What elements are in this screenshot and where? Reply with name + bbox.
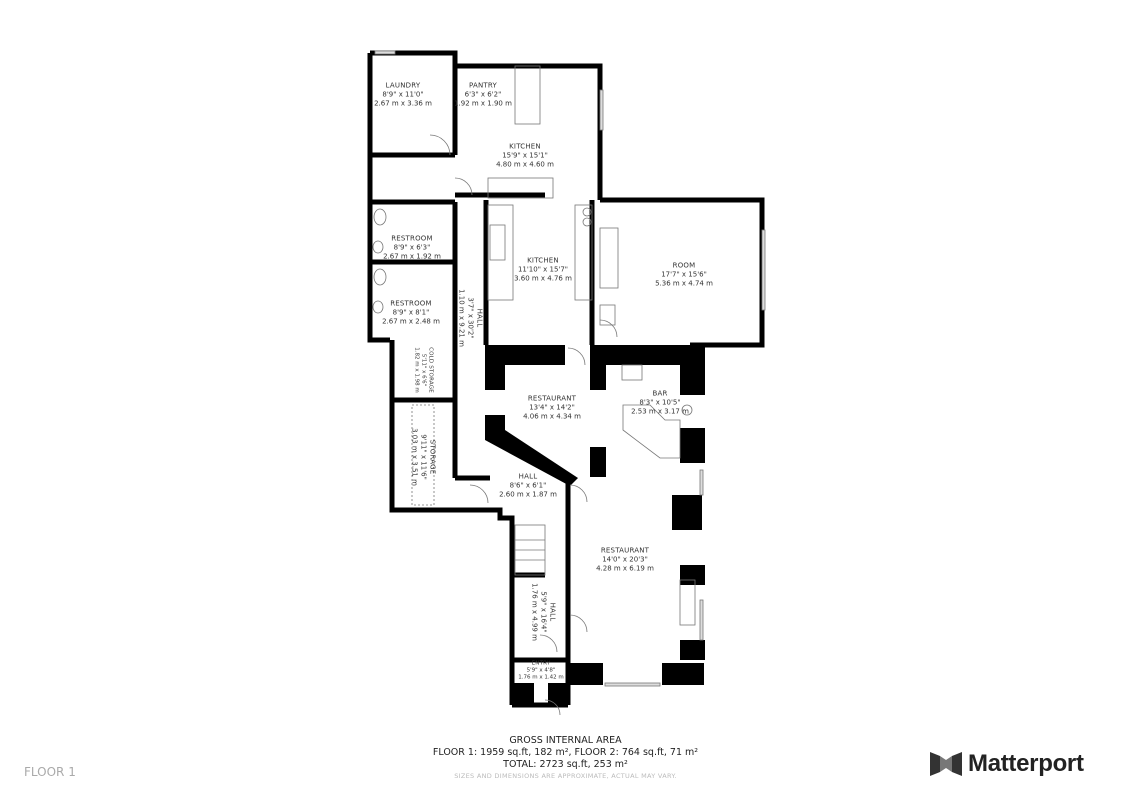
room-label-storage: STORAGE 9'11" x 11'6" 3.03 m x 3.51 m — [410, 428, 437, 486]
total-area: TOTAL: 2723 sq.ft, 253 m² — [503, 759, 628, 770]
room-label-restroom-2: RESTROOM 8'9" x 8'1" 2.67 m x 2.48 m — [382, 299, 440, 326]
disclaimer: SIZES AND DIMENSIONS ARE APPROXIMATE, AC… — [454, 772, 677, 780]
room-label-hall-1: HALL 3'7" x 30'2" 1.10 m x 9.21 m — [457, 289, 484, 347]
room-label-laundry: LAUNDRY 8'9" x 11'0" 2.67 m x 3.36 m — [374, 81, 432, 108]
room-label-restaurant-2: RESTAURANT 14'0" x 20'3" 4.28 m x 6.19 m — [596, 546, 654, 573]
floor-label: FLOOR 1 — [24, 765, 76, 779]
room-label-hall-3: HALL 5'9" x 16'4" 1.76 m x 4.99 m — [530, 583, 557, 641]
room-label-room: ROOM 17'7" x 15'6" 5.36 m x 4.74 m — [655, 261, 713, 288]
wall — [370, 50, 603, 200]
matterport-logo-icon — [930, 752, 962, 776]
room-label-kitchen-1: KITCHEN 15'9" x 15'1" 4.80 m x 4.60 m — [496, 142, 554, 169]
room-label-entry: ENTRY 5'9" x 4'8" 1.76 m x 1.42 m — [518, 660, 564, 681]
wall — [389, 340, 515, 705]
room-label-restroom-1: RESTROOM 8'9" x 6'3" 2.67 m x 1.92 m — [383, 234, 441, 261]
brand-name: Matterport — [968, 750, 1084, 777]
room-label-pantry: PANTRY 6'3" x 6'2" 1.92 m x 1.90 m — [454, 81, 512, 108]
matterport-brand: Matterport — [930, 750, 1084, 778]
wall — [367, 53, 390, 343]
gross-area-title: GROSS INTERNAL AREA — [509, 735, 622, 746]
floor-areas: FLOOR 1: 1959 sq.ft, 182 m², FLOOR 2: 76… — [432, 747, 699, 758]
room-label-kitchen-2: KITCHEN 11'10" x 15'7" 3.60 m x 4.76 m — [514, 256, 572, 283]
room-label-restaurant-1: RESTAURANT 13'4" x 14'2" 4.06 m x 4.34 m — [523, 394, 581, 421]
room-label-cold-storage: COLD STORAGE 5'11" x 6'6" 1.82 m x 1.98 … — [413, 347, 434, 393]
room-label-hall-2: HALL 8'6" x 6'1" 2.60 m x 1.87 m — [499, 472, 557, 499]
room-label-bar: BAR 8'3" x 10'5" 2.53 m x 3.17 m — [631, 389, 689, 416]
